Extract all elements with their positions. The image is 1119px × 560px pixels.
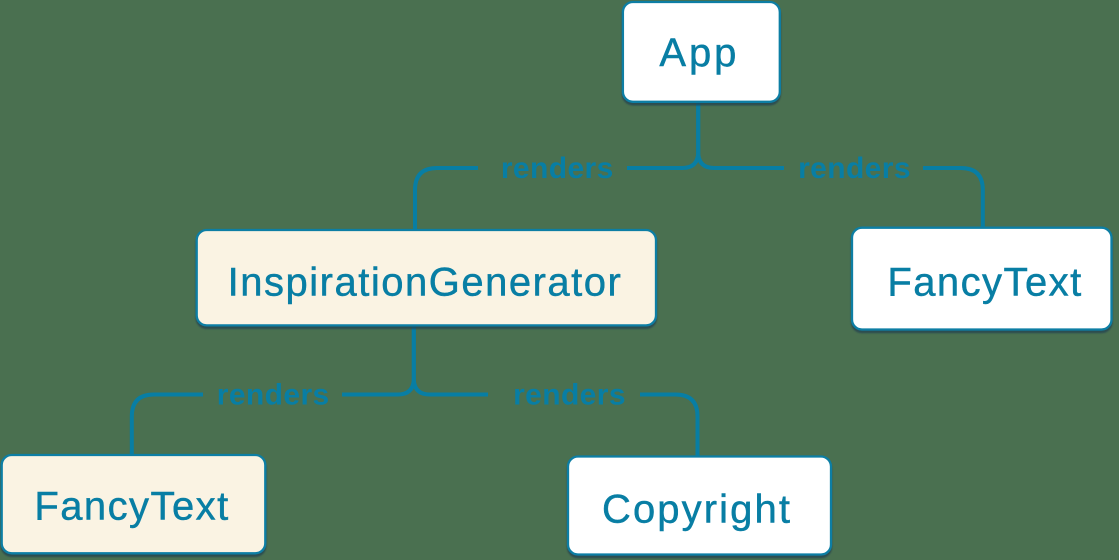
svg-text:Copyright: Copyright [602, 488, 792, 532]
svg-text:FancyText: FancyText [34, 485, 229, 529]
svg-text:FancyText: FancyText [887, 261, 1082, 305]
svg-text:renders: renders [501, 152, 614, 185]
svg-text:InspirationGenerator: InspirationGenerator [228, 261, 623, 305]
svg-text:App: App [659, 31, 739, 75]
svg-text:renders: renders [513, 379, 626, 412]
svg-text:renders: renders [798, 152, 911, 185]
svg-text:renders: renders [217, 379, 330, 412]
